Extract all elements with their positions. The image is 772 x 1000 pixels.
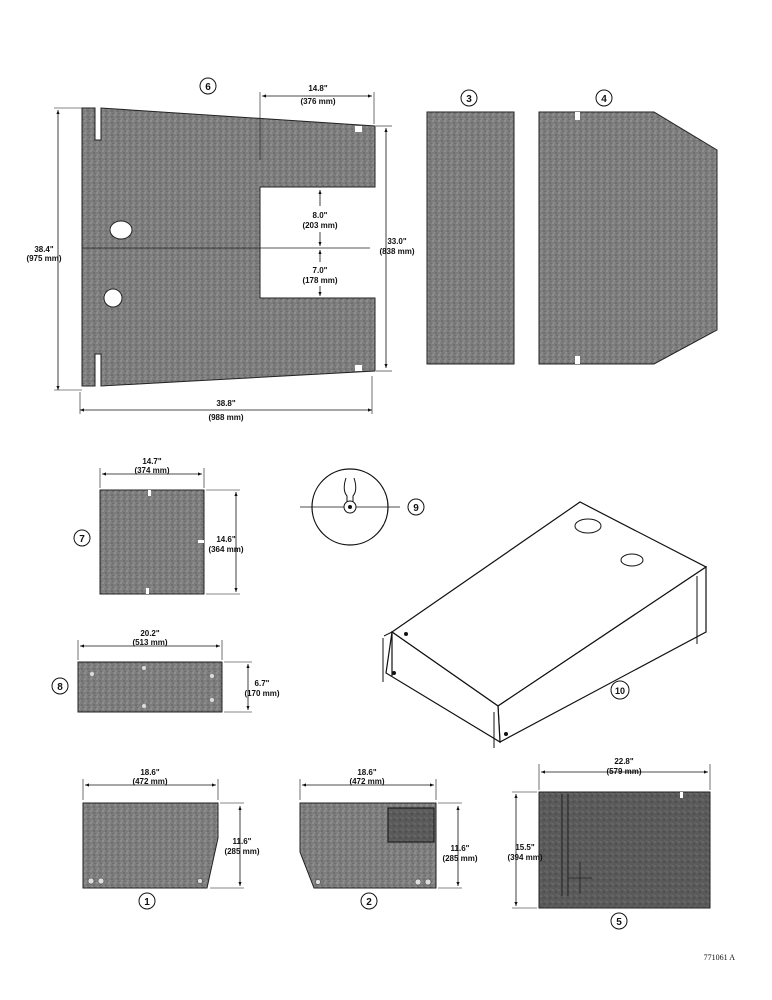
svg-text:2: 2: [366, 897, 372, 908]
panel-4: 4: [538, 89, 718, 365]
part7-height-mm: (364 mm): [208, 545, 243, 554]
callout-9: 9: [407, 498, 425, 516]
part6-upper-gap-mm: (203 mm): [302, 221, 337, 230]
callout-2: 2: [360, 892, 378, 910]
callout-3: 3: [460, 89, 478, 107]
svg-text:3: 3: [466, 94, 472, 105]
part6-height-left-mm: (975 mm): [26, 254, 61, 263]
part1-width-mm: (472 mm): [132, 777, 167, 786]
panel-3: 3: [426, 89, 515, 365]
svg-text:8: 8: [57, 682, 63, 693]
panel-3-shape: [426, 111, 515, 365]
svg-text:7: 7: [79, 534, 85, 545]
callout-5: 5: [610, 912, 628, 930]
svg-text:4: 4: [601, 94, 607, 105]
part5-height: 15.5": [515, 843, 535, 852]
panel-6-hole-upper: [109, 220, 133, 240]
callout-7: 7: [73, 529, 91, 547]
part8-height: 6.7": [255, 679, 270, 688]
panel-8: 20.2" (513 mm) 6.7" (170 mm) 8: [51, 629, 280, 713]
panel-6: 38.4" (975 mm) 38.8" (988 mm) 14.8" (376…: [26, 77, 415, 422]
panel-2: 18.6" (472 mm) 11.6" (285 mm) 2: [299, 768, 478, 910]
part5-width: 22.8": [614, 757, 634, 766]
part2-width-mm: (472 mm): [349, 777, 384, 786]
part6-height-right: 33.0": [387, 237, 407, 246]
callout-10: 10: [610, 680, 630, 700]
part7-height: 14.6": [216, 535, 236, 544]
part1-height-mm: (285 mm): [224, 847, 259, 856]
part5-height-mm: (394 mm): [507, 853, 542, 862]
part6-lower-gap-mm: (178 mm): [302, 276, 337, 285]
part5-width-mm: (579 mm): [606, 767, 641, 776]
part8-width: 20.2": [140, 629, 160, 638]
callout-8: 8: [51, 677, 69, 695]
panel-7: 14.7" (374 mm) 14.6" (364 mm) 7: [73, 457, 244, 595]
svg-text:5: 5: [616, 917, 622, 928]
panel-5: 22.8" (579 mm) 15.5" (394 mm) 5: [507, 757, 711, 930]
part8-height-mm: (170 mm): [244, 689, 279, 698]
part6-height-left: 38.4": [34, 245, 54, 254]
part7-width-mm: (374 mm): [134, 466, 169, 475]
panel-7-shape: [99, 489, 205, 595]
part8-width-mm: (513 mm): [132, 638, 167, 647]
panel-5-shape: [538, 791, 711, 909]
callout-6: 6: [199, 77, 217, 95]
panel-8-shape: [77, 661, 223, 713]
part6-height-right-mm: (838 mm): [379, 247, 414, 256]
part1-width: 18.6": [140, 768, 160, 777]
svg-text:6: 6: [205, 82, 211, 93]
panel-4-shape: [538, 111, 718, 365]
svg-text:1: 1: [144, 897, 150, 908]
part6-upper-gap: 8.0": [313, 211, 328, 220]
part6-lower-gap: 7.0": [313, 266, 328, 275]
panel-1: 18.6" (472 mm) 11.6" (285 mm) 1: [82, 768, 260, 910]
part6-width-bottom: 38.8": [216, 399, 236, 408]
part6-notch-width-mm: (376 mm): [300, 97, 335, 106]
part-10-cover: 10: [382, 501, 708, 748]
part2-height: 11.6": [451, 844, 470, 853]
part6-notch-width: 14.8": [308, 84, 328, 93]
panel-6-shape: [81, 107, 376, 387]
callout-1: 1: [138, 892, 156, 910]
part1-height: 11.6": [233, 837, 252, 846]
part6-width-bottom-mm: (988 mm): [208, 413, 243, 422]
panel-6-hole-lower: [103, 288, 123, 308]
drawing-reference: 771061 A: [704, 953, 736, 962]
part2-height-mm: (285 mm): [442, 854, 477, 863]
part-9-grommet: 9: [300, 468, 425, 546]
part2-width: 18.6": [357, 768, 377, 777]
part7-width: 14.7": [142, 457, 162, 466]
svg-text:10: 10: [615, 686, 625, 696]
panel-1-shape: [82, 802, 219, 889]
panel-2-cutout: [387, 807, 435, 843]
svg-text:9: 9: [413, 503, 419, 514]
callout-4: 4: [595, 89, 613, 107]
